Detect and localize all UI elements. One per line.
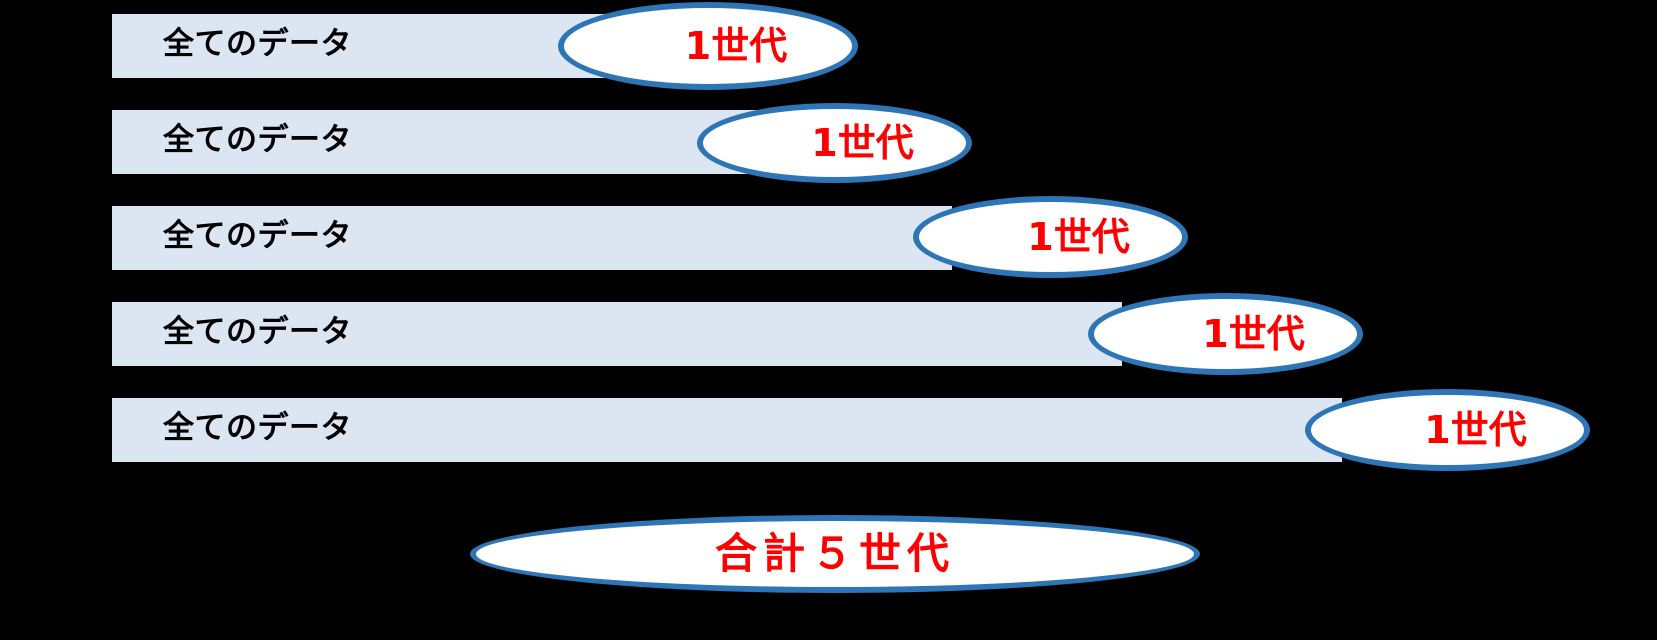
bar-label-row-5: 全てのデータ — [163, 410, 352, 446]
data-bar-row-3 — [112, 206, 952, 270]
generation-badge-text-row-3: 1世代 — [1027, 215, 1130, 259]
total-generations-text: 合計５世代 — [714, 529, 955, 578]
bar-label-row-4: 全てのデータ — [163, 314, 352, 350]
generation-badge-row-3: 1世代 — [913, 196, 1188, 278]
generation-badge-text-row-2: 1世代 — [811, 121, 914, 165]
generation-badge-text-row-5: 1世代 — [1424, 408, 1527, 452]
generation-badge-row-1: 1世代 — [558, 2, 858, 90]
generation-badge-row-4: 1世代 — [1088, 293, 1363, 375]
data-bar-row-4 — [112, 302, 1122, 366]
generation-badge-row-5: 1世代 — [1305, 389, 1590, 471]
bar-label-row-1: 全てのデータ — [163, 26, 352, 62]
total-generations-badge: 合計５世代 — [470, 515, 1200, 593]
bar-label-row-2: 全てのデータ — [163, 122, 352, 158]
generation-badge-text-row-4: 1世代 — [1202, 312, 1305, 356]
data-bar-row-2 — [112, 110, 812, 174]
generation-badge-row-2: 1世代 — [697, 103, 972, 183]
data-bar-row-5 — [112, 398, 1342, 462]
generation-badge-text-row-1: 1世代 — [684, 24, 788, 68]
bar-label-row-3: 全てのデータ — [163, 218, 352, 254]
